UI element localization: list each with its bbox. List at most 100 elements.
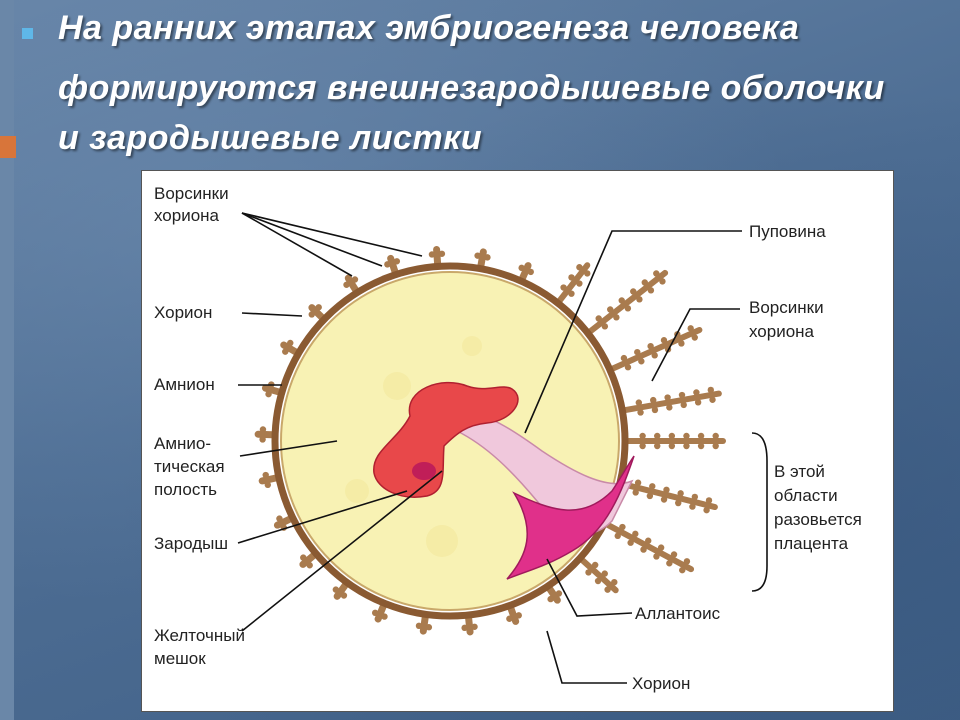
villus-branch: [393, 258, 401, 265]
villus-branch: [630, 288, 637, 295]
villus-branch: [691, 334, 698, 341]
villus-branch: [343, 281, 350, 288]
villus-branch: [306, 562, 313, 569]
umbilical-cord: [455, 410, 634, 535]
fluid-spot: [426, 525, 458, 557]
villus-branch: [425, 624, 433, 631]
label-amniotic-cavity-3: полость: [154, 480, 217, 499]
label-yolk-sac-2: мешок: [154, 649, 206, 668]
villus-branch: [282, 348, 289, 355]
villus-branch: [568, 290, 575, 297]
villus-branch: [691, 493, 699, 501]
villus-branch: [645, 537, 652, 544]
villus-branch: [471, 623, 478, 630]
chorion-villus: [308, 304, 326, 321]
villus-branch: [694, 399, 702, 406]
villus-branch: [506, 615, 513, 622]
chorion-villus: [609, 326, 703, 372]
chorion-villus: [556, 262, 591, 304]
villus-branch: [660, 337, 668, 344]
villus-branch: [707, 386, 714, 394]
villus-branch: [637, 409, 644, 416]
villus-branch: [632, 489, 639, 496]
villus-branch: [660, 496, 668, 503]
villus-branch: [639, 442, 646, 450]
label-placenta-2: области: [774, 486, 838, 505]
villus-branch: [641, 279, 648, 286]
villus-branch: [653, 553, 660, 560]
villus-branch: [265, 390, 272, 398]
villus-branch: [634, 348, 641, 356]
villus-branch: [697, 432, 705, 440]
villus-branch: [576, 280, 583, 287]
diagram-svg: Ворсинки хориона Хорион Амнион Амнио- ти…: [154, 184, 862, 693]
villus-branch: [650, 396, 657, 404]
villus-branch: [287, 339, 294, 347]
villus-branch: [663, 486, 670, 494]
villus-branch: [657, 544, 665, 551]
villus-branch: [560, 284, 567, 291]
villus-branch: [300, 554, 307, 561]
villus-branch: [646, 492, 654, 500]
villus-branch: [591, 561, 599, 569]
villus-branch: [515, 612, 522, 619]
villus-branch: [618, 297, 625, 304]
bullet-icon: [22, 28, 33, 39]
label-amnion: Амнион: [154, 375, 215, 394]
villus-branch: [712, 442, 719, 450]
villus-branch: [474, 252, 481, 259]
villus-branch: [276, 515, 283, 522]
villus-branch: [415, 622, 423, 630]
villus-branch: [709, 396, 716, 403]
villus-branch: [647, 287, 655, 294]
label-chorion-villi-right-2: хориона: [749, 322, 815, 341]
label-chorion-left: Хорион: [154, 303, 212, 322]
villus-branch: [259, 426, 267, 433]
chorion-ring: [271, 262, 629, 620]
villus-branch: [607, 306, 614, 313]
label-umbilical-cord: Пуповина: [749, 222, 826, 241]
fluid-spot: [462, 336, 482, 356]
villus-branch: [683, 558, 691, 565]
chorion-villus: [333, 581, 349, 600]
villus-branch: [687, 325, 694, 332]
villus-branch: [678, 391, 686, 399]
villus-branch: [683, 442, 690, 450]
chorion-villus: [465, 614, 474, 636]
label-chorion-villi-top-1: Ворсинки: [154, 184, 229, 203]
villus-branch: [683, 432, 690, 440]
villus-branch: [678, 340, 685, 347]
villus-branch: [601, 323, 609, 330]
villus-branch: [689, 503, 696, 510]
villus-branch: [703, 506, 710, 514]
villus-branch: [620, 354, 628, 362]
villus-branch: [585, 569, 592, 576]
label-amniotic-cavity-2: тическая: [154, 457, 225, 476]
villus-branch: [308, 311, 315, 318]
left-decor-stripe: [0, 0, 14, 720]
villus-branch: [315, 304, 322, 311]
chorion-villus: [374, 602, 387, 623]
chorion-villus: [518, 262, 532, 282]
villus-branch: [594, 577, 602, 585]
fluid-spot: [345, 479, 369, 503]
villus-branch: [601, 570, 608, 577]
chorion-villus: [261, 384, 283, 396]
label-embryo: Зародыш: [154, 534, 228, 553]
chorion-villus: [619, 481, 718, 511]
chorion-villus: [344, 274, 360, 294]
label-chorion-villi-top-2: хориона: [154, 206, 220, 225]
chorion-villus: [507, 604, 520, 625]
chorion-villus: [419, 613, 429, 635]
villus-branch: [613, 314, 620, 321]
label-yolk-sac-1: Желточный: [154, 626, 245, 645]
villus-branch: [619, 523, 626, 531]
villus-branch: [518, 264, 525, 272]
villus-branch: [675, 499, 682, 507]
villus-branch: [651, 352, 658, 359]
label-amniotic-cavity-1: Амнио-: [154, 434, 211, 453]
villus-branch: [384, 261, 391, 268]
villus-branch: [527, 268, 534, 276]
villus-branch: [670, 551, 678, 558]
villus-branch: [677, 490, 684, 497]
